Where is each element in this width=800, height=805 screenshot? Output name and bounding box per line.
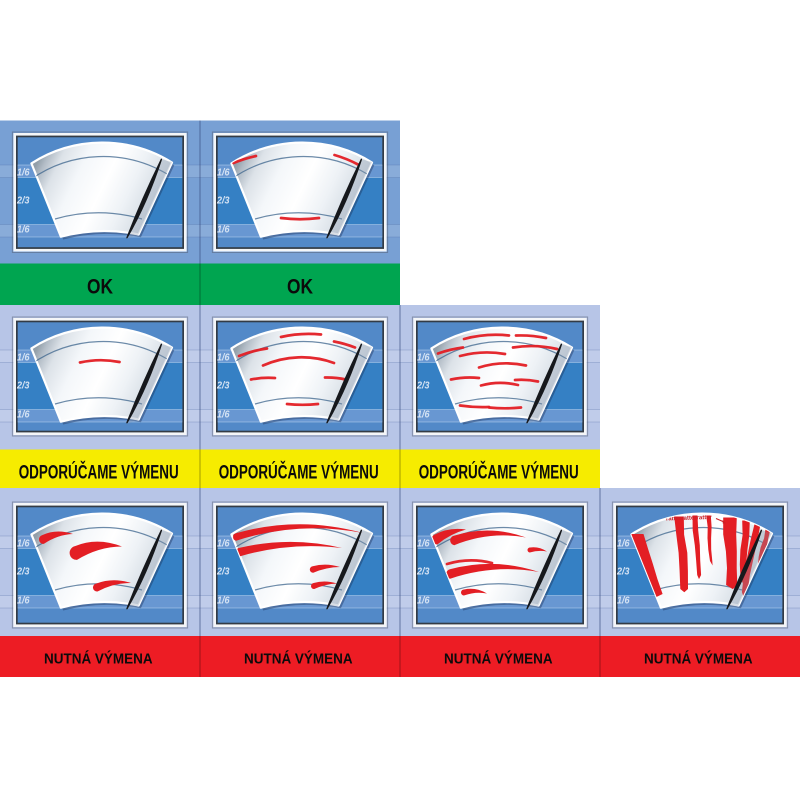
svg-text:2/3: 2/3: [216, 379, 229, 391]
svg-text:1/6: 1/6: [217, 352, 230, 364]
svg-text:NUTNÁ VÝMENA: NUTNÁ VÝMENA: [244, 650, 353, 668]
svg-text:ODPORÚČAME VÝMENU: ODPORÚČAME VÝMENU: [219, 461, 379, 483]
svg-text:2/3: 2/3: [216, 194, 229, 206]
svg-text:2/3: 2/3: [16, 194, 29, 206]
svg-text:1/6: 1/6: [617, 538, 630, 550]
svg-text:1/6: 1/6: [217, 223, 230, 235]
svg-text:NUTNÁ VÝMENA: NUTNÁ VÝMENA: [644, 650, 753, 668]
svg-text:ODPORÚČAME VÝMENU: ODPORÚČAME VÝMENU: [19, 461, 179, 483]
svg-text:1/6: 1/6: [417, 408, 430, 420]
svg-text:1/6: 1/6: [17, 538, 30, 550]
svg-text:1/6: 1/6: [417, 594, 430, 606]
svg-text:OK: OK: [87, 276, 113, 299]
svg-text:1/6: 1/6: [617, 594, 630, 606]
svg-text:1/6: 1/6: [217, 408, 230, 420]
svg-text:1/6: 1/6: [217, 594, 230, 606]
svg-text:1/6: 1/6: [217, 538, 230, 550]
svg-text:1/6: 1/6: [417, 352, 430, 364]
svg-text:2/3: 2/3: [16, 379, 29, 391]
svg-text:ratterratterratter: ratterratterratter: [666, 515, 713, 523]
svg-text:NUTNÁ VÝMENA: NUTNÁ VÝMENA: [44, 650, 153, 668]
svg-text:2/3: 2/3: [216, 565, 229, 577]
svg-text:1/6: 1/6: [17, 167, 30, 179]
svg-text:1/6: 1/6: [417, 538, 430, 550]
svg-text:OK: OK: [287, 276, 313, 299]
svg-text:1/6: 1/6: [17, 408, 30, 420]
svg-text:2/3: 2/3: [416, 565, 429, 577]
svg-text:1/6: 1/6: [17, 223, 30, 235]
svg-text:2/3: 2/3: [416, 379, 429, 391]
svg-text:2/3: 2/3: [616, 565, 629, 577]
svg-text:2/3: 2/3: [16, 565, 29, 577]
svg-text:1/6: 1/6: [17, 352, 30, 364]
svg-text:ODPORÚČAME VÝMENU: ODPORÚČAME VÝMENU: [419, 461, 579, 483]
svg-text:1/6: 1/6: [217, 167, 230, 179]
svg-text:NUTNÁ VÝMENA: NUTNÁ VÝMENA: [444, 650, 553, 668]
svg-text:1/6: 1/6: [17, 594, 30, 606]
